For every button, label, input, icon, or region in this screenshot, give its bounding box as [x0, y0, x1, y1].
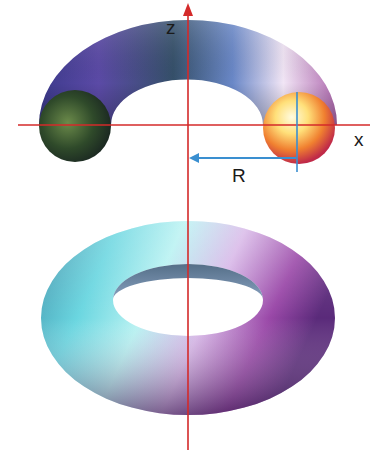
dimension-label: R [232, 166, 246, 185]
cross-section [263, 92, 335, 164]
dimension-arrowhead [189, 153, 199, 163]
z-axis [187, 14, 189, 450]
dimension-line [196, 157, 296, 159]
axis-label: x [354, 130, 364, 149]
axis-label: z [166, 18, 176, 37]
x-axis [18, 124, 370, 126]
cross-section [39, 90, 111, 162]
dimension-extension-line [296, 92, 298, 172]
z-axis-arrowhead [183, 3, 193, 16]
